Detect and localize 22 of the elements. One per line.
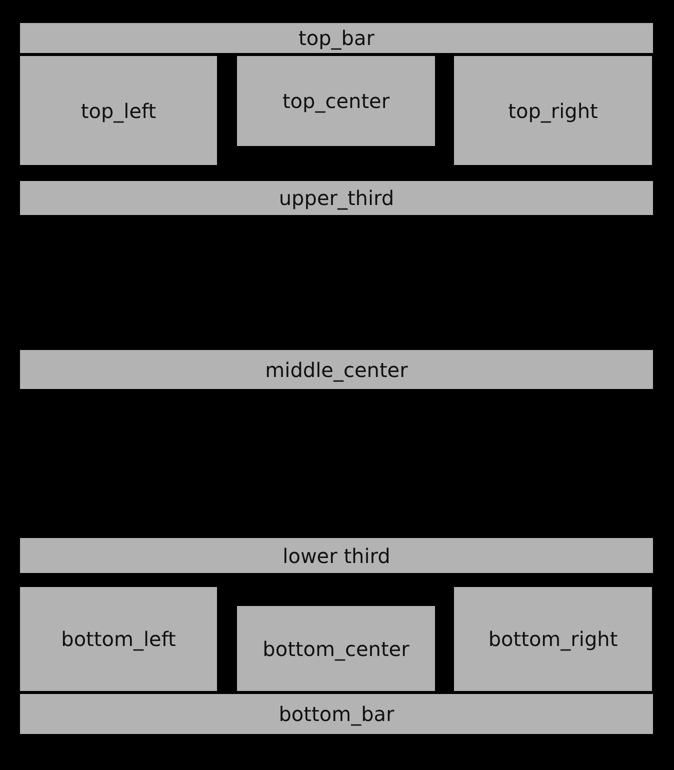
region-label: bottom_left [61, 627, 176, 651]
region-label: upper_third [278, 186, 394, 210]
layout-region [20, 56, 217, 165]
layout-region [20, 538, 653, 573]
layout-region [20, 694, 653, 734]
layout-region [20, 181, 653, 215]
region-label: bottom_right [488, 627, 618, 651]
region-label: lower third [282, 544, 390, 568]
layout-region [237, 56, 435, 146]
layout-region [454, 56, 652, 165]
layout-region [20, 587, 217, 691]
region-label: bottom_center [262, 636, 410, 660]
region-label: top_center [282, 89, 390, 113]
layout-region [20, 350, 653, 389]
layout-region [237, 606, 435, 691]
region-label: top_left [80, 98, 156, 122]
region-label: top_right [508, 98, 598, 122]
region-label: middle_center [265, 358, 408, 382]
layout-region [20, 23, 653, 53]
region-label: top_bar [298, 26, 374, 50]
layout-region [454, 587, 652, 691]
region-label: bottom_bar [278, 702, 394, 726]
